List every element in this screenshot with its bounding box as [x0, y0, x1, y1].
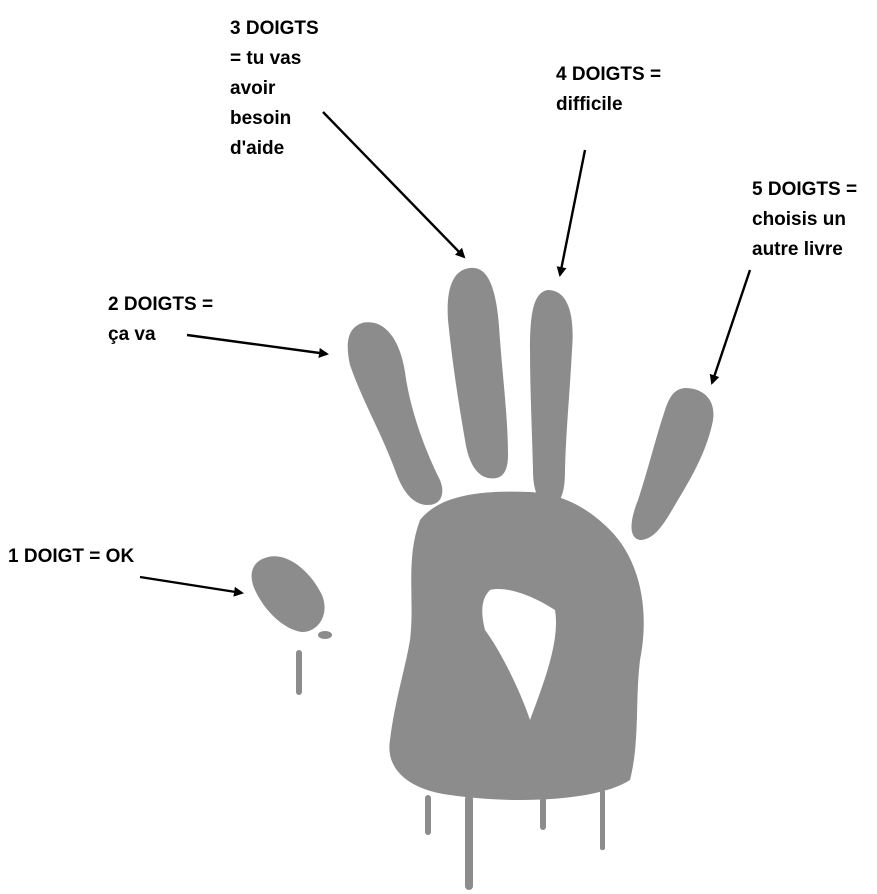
arrow-one: [140, 577, 242, 593]
label-text: ça va: [108, 320, 213, 350]
label-text: 4 DOIGTS =: [556, 60, 661, 90]
index-finger-shape: [348, 322, 443, 505]
arrow-four: [560, 150, 585, 275]
label-text: besoin: [230, 104, 319, 134]
label-four-fingers: 4 DOIGTS = difficile: [556, 60, 661, 120]
label-text: 5 DOIGTS =: [752, 175, 857, 205]
label-three-fingers: 3 DOIGTS = tu vas avoir besoin d'aide: [230, 14, 319, 164]
drip: [465, 795, 473, 890]
ring-finger-shape: [530, 290, 573, 505]
arrow-three: [323, 112, 464, 257]
label-one-finger: 1 DOIGT = OK: [8, 542, 134, 572]
label-text: 3 DOIGTS: [230, 14, 319, 44]
middle-finger-shape: [448, 268, 508, 479]
splatter: [318, 631, 332, 639]
label-text: choisis un: [752, 205, 857, 235]
label-text: autre livre: [752, 235, 857, 265]
label-text: d'aide: [230, 134, 319, 164]
label-text: 1 DOIGT = OK: [8, 542, 134, 572]
label-text: 2 DOIGTS =: [108, 290, 213, 320]
pinky-finger-shape: [632, 388, 714, 540]
drip: [540, 795, 546, 830]
handprint: [252, 268, 714, 890]
label-text: = tu vas: [230, 44, 319, 74]
label-text: difficile: [556, 90, 661, 120]
label-five-fingers: 5 DOIGTS = choisis un autre livre: [752, 175, 857, 265]
thumb-shape: [252, 556, 325, 632]
label-two-fingers: 2 DOIGTS = ça va: [108, 290, 213, 350]
label-text: avoir: [230, 74, 319, 104]
drip: [296, 650, 302, 695]
drip: [600, 790, 605, 850]
arrow-five: [712, 270, 750, 383]
drip: [425, 795, 431, 835]
